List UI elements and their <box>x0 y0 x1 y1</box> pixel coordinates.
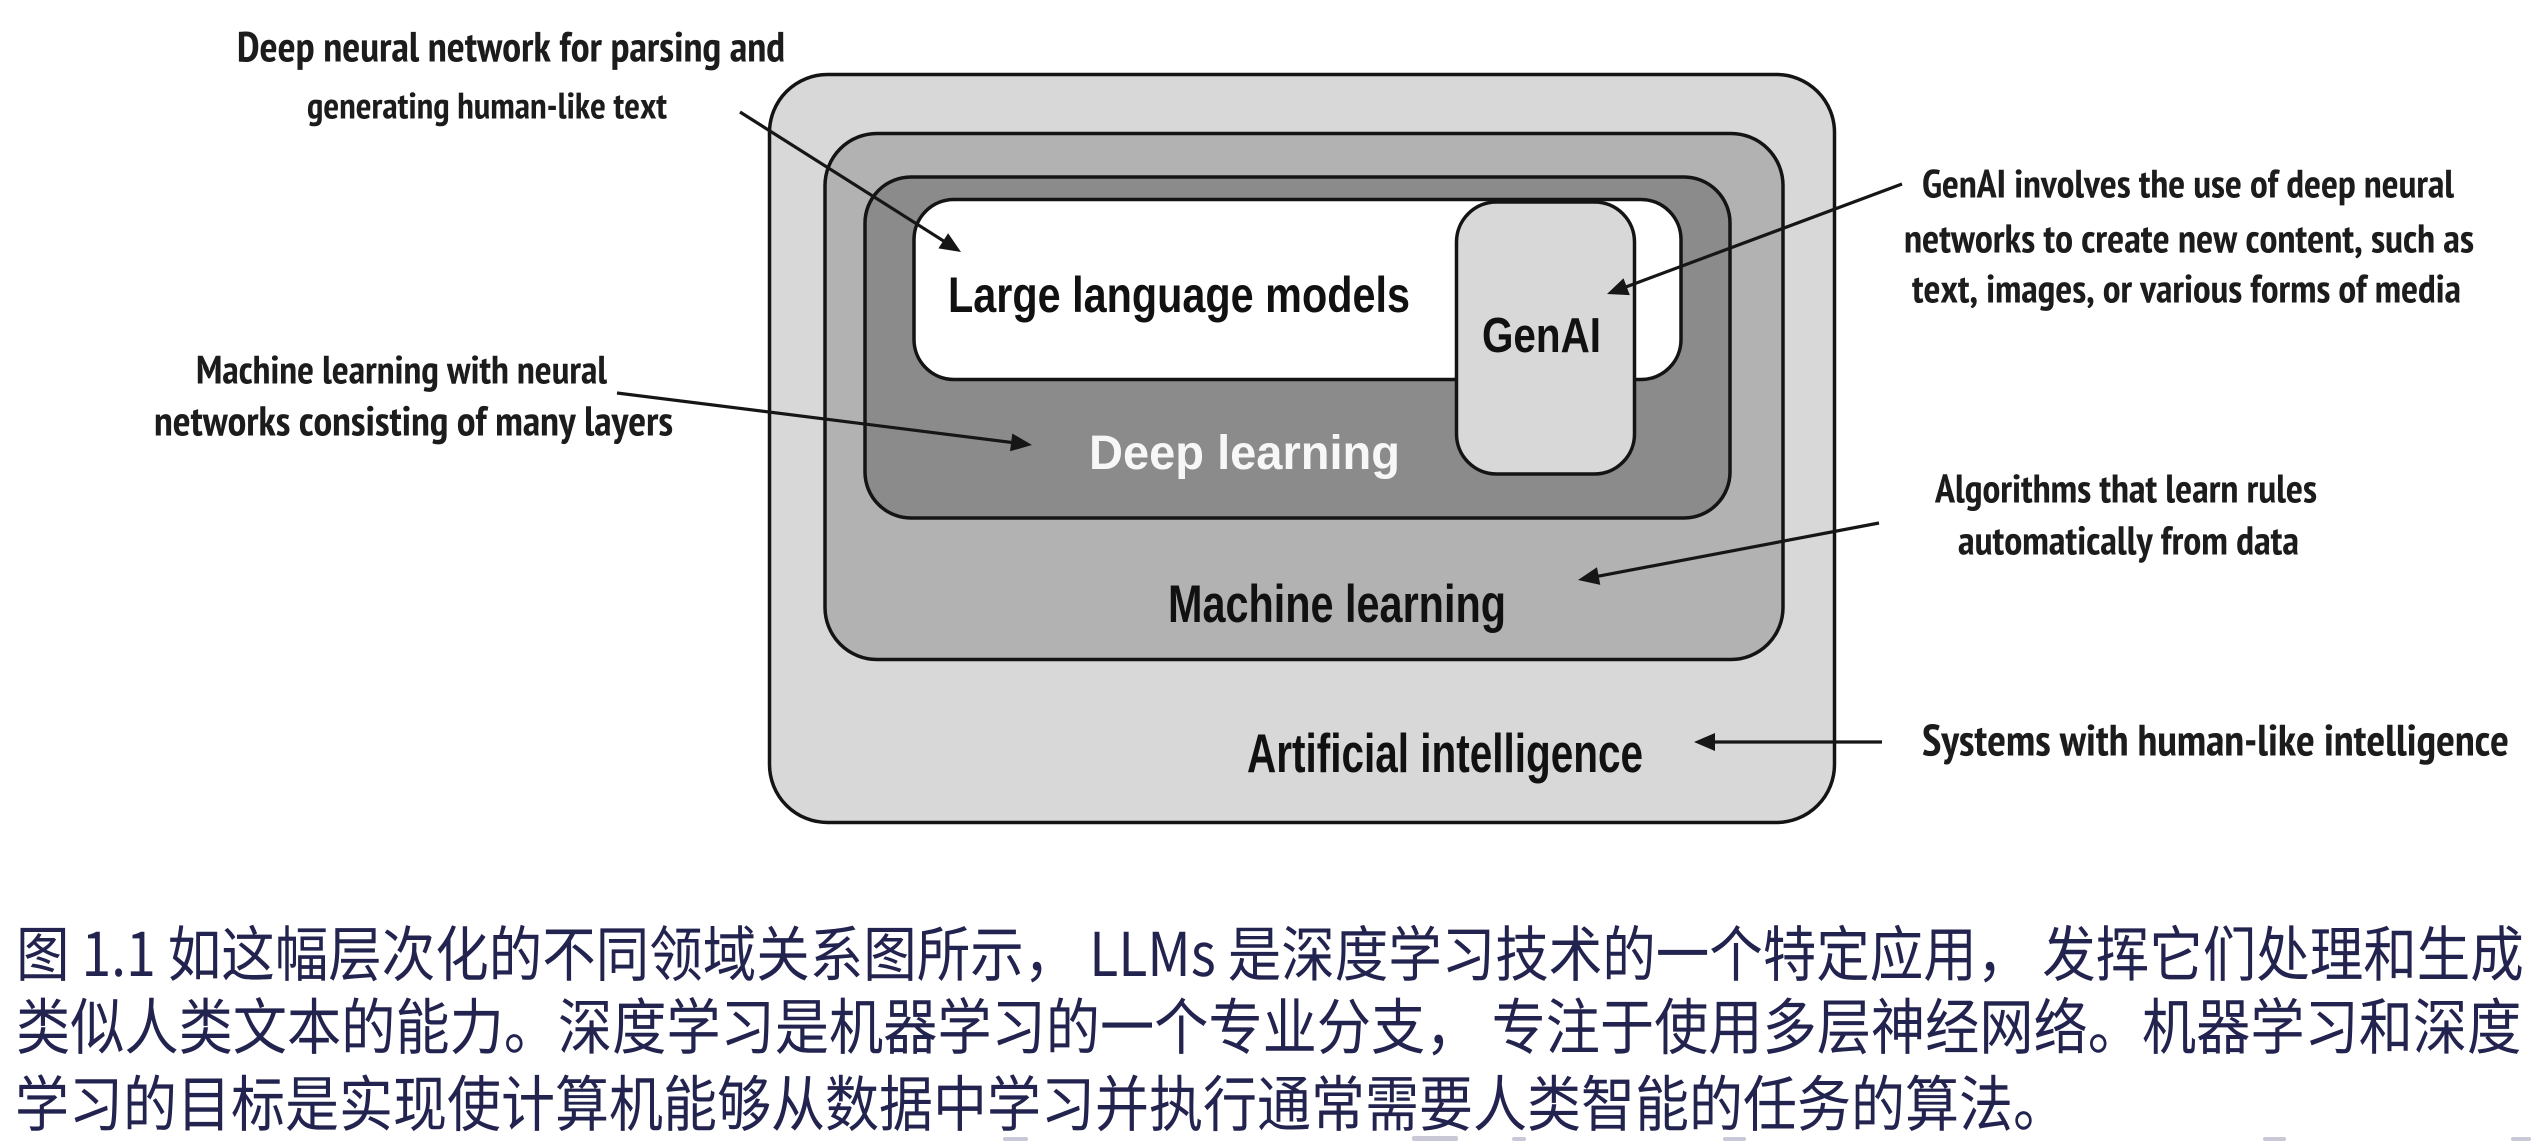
svg-text:Deep learning: Deep learning <box>1089 427 1400 480</box>
svg-text:Machine learning: Machine learning <box>1168 575 1506 634</box>
svg-text:Large language models: Large language models <box>948 267 1410 323</box>
svg-text:GenAI: GenAI <box>1482 309 1601 363</box>
svg-text:Artificial intelligence: Artificial intelligence <box>1247 722 1643 784</box>
